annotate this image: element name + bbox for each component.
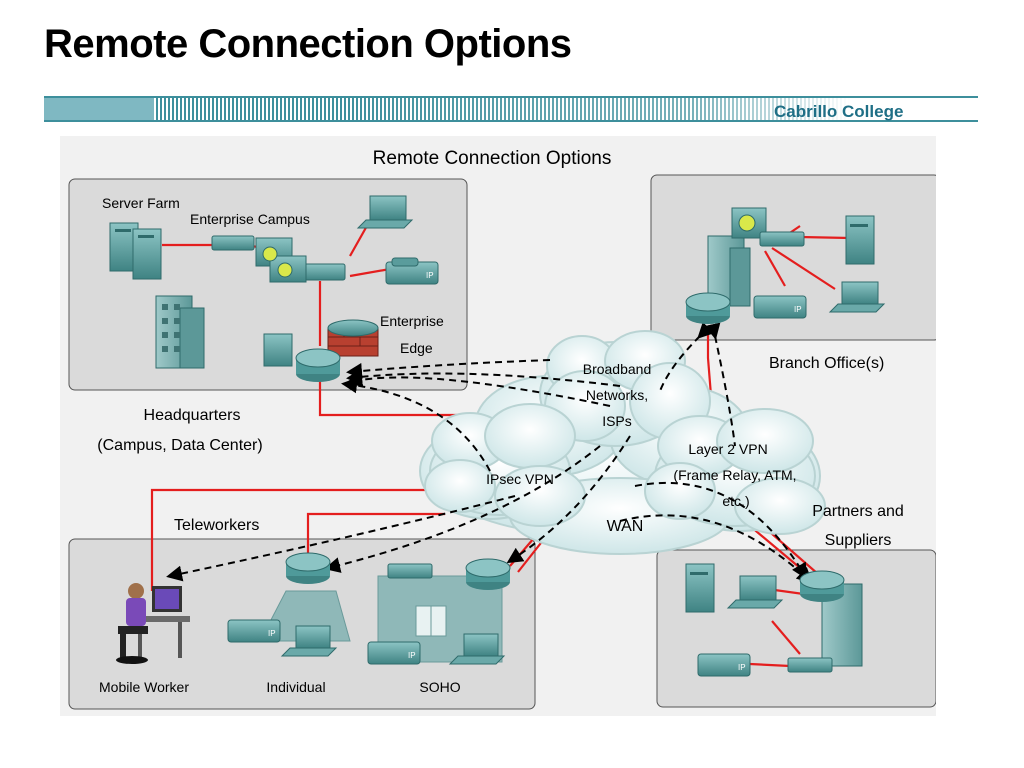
enterprise-campus-label: Enterprise Campus [190,211,310,227]
branch-router-icon [685,292,731,324]
hq-laptop-icon [356,195,414,229]
soho-ip-phone-icon: IP [367,641,421,665]
partners-label-1: Partners and [812,503,904,520]
ip-label: IP [794,305,802,314]
headquarters-label-1: Headquarters [144,407,241,424]
partner-switch-icon [787,657,833,673]
wan-label: WAN [607,518,644,535]
branch-laptop-icon [828,281,886,313]
soho-switch-icon [387,563,433,579]
firewall-icon [327,319,379,357]
multilayer-switch-icon [255,237,307,283]
branch-office-label: Branch Office(s) [769,355,884,372]
hq-building-icon [155,295,205,369]
broadband-label-2: Networks, [586,387,648,403]
ip-label: IP [738,663,746,672]
brand-logo-text: Cabrillo College [774,102,904,121]
server-farm-label: Server Farm [102,195,180,211]
branch-server-icon [845,215,875,265]
individual-router-icon [285,552,331,584]
layer2-vpn-label-3: etc.) [722,493,749,509]
individual-label: Individual [266,679,325,695]
hq-ip-phone-icon: IP [385,257,439,285]
header-stripe-bar [44,96,978,122]
individual-ip-phone-icon: IP [227,619,281,643]
broadband-label-1: Broadband [583,361,652,377]
layer2-vpn-label-2: (Frame Relay, ATM, [673,467,796,483]
partner-laptop-icon [726,575,784,609]
soho-label: SOHO [419,679,460,695]
mobile-worker-icon [116,583,190,664]
broadband-label-3: ISPs [602,413,632,429]
ipsec-cloud [424,403,586,527]
diagram-title: Remote Connection Options [373,148,612,169]
ip-label: IP [408,651,416,660]
soho-laptop-icon [448,633,506,665]
hq-edge-router-icon [295,348,341,382]
branch-building-icon [707,235,751,307]
remote-connection-diagram: Remote Connection Options [60,136,936,716]
ipsec-vpn-label: IPsec VPN [486,471,554,487]
partners-label-2: Suppliers [825,532,892,549]
headquarters-label-2: (Campus, Data Center) [97,437,262,454]
mobile-worker-label: Mobile Worker [99,679,189,695]
partner-router-icon [799,570,845,602]
partner-ip-phone-icon: IP [697,653,751,677]
branch-ip-phone-icon: IP [753,295,807,319]
ip-label: IP [426,271,434,280]
vpn-tunnels [166,321,813,584]
teleworkers-label: Teleworkers [174,517,259,534]
layer2-vpn-label-1: Layer 2 VPN [688,441,767,457]
slide-title: Remote Connection Options [44,22,572,66]
server-farm-icon [109,222,162,280]
individual-laptop-icon [280,625,338,657]
branch-switch-icon [759,231,805,247]
partner-server-icon [685,563,715,613]
layer2-cloud [644,408,826,535]
edge-switch-icon [263,333,293,367]
enterprise-edge-label-1: Enterprise [380,313,444,329]
soho-router-icon [465,558,511,590]
enterprise-edge-label-2: Edge [400,340,433,356]
ip-label: IP [268,629,276,638]
broadband-cloud [539,330,711,447]
campus-switch-icon [211,235,346,281]
